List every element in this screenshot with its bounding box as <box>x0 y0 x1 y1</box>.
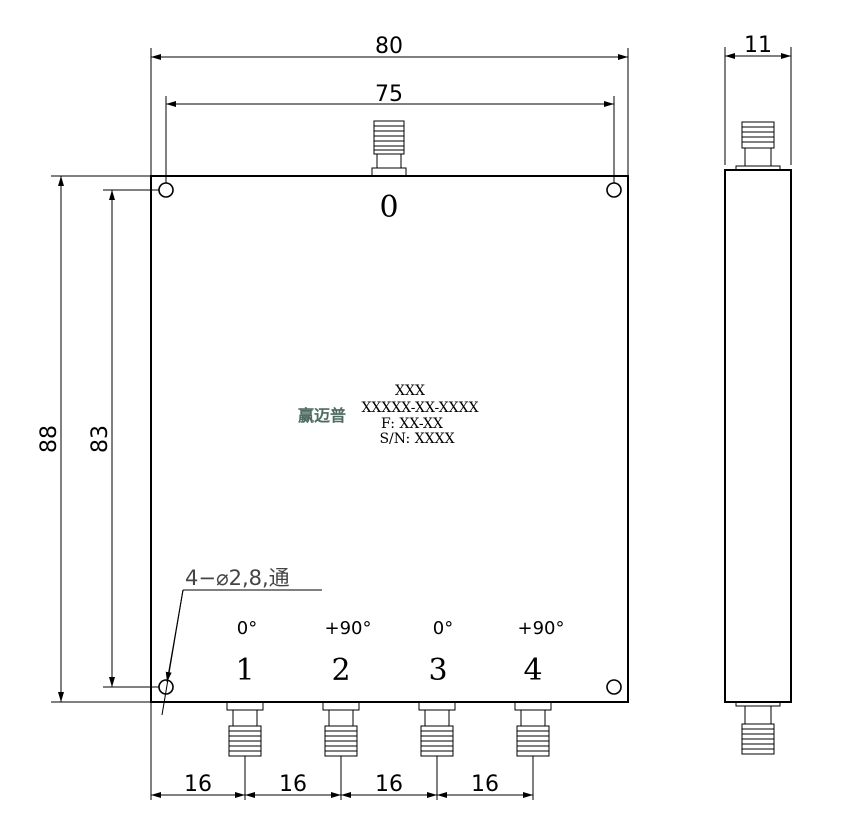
mounting-hole-bottom-right <box>606 679 622 695</box>
output-connector-1 <box>226 701 264 757</box>
dimension-overall-width-text: 80 <box>375 34 403 59</box>
output-port-phase-2: +90° <box>325 618 372 639</box>
hole-note: 4−⌀2,8,通 <box>161 566 322 716</box>
nameplate-line-4: S/N: XXXX <box>379 431 454 447</box>
dimension-port-pitch-4-text: 16 <box>471 772 499 797</box>
dimension-hole-spacing-y: 83 <box>88 189 159 688</box>
nameplate-line-1: XXX <box>395 383 425 399</box>
output-port-phase-1: 0° <box>237 618 257 639</box>
nameplate-line-2: XXXXX-XX-XXXX <box>361 400 478 416</box>
output-connector-3 <box>418 701 456 757</box>
output-connector-4 <box>514 701 552 757</box>
nameplate-logo: 赢迈普 <box>298 406 346 425</box>
input-connector <box>371 120 407 177</box>
output-port-number-2: 2 <box>331 653 350 688</box>
dimension-overall-height: 88 <box>37 175 151 703</box>
side-view-body <box>724 169 792 703</box>
output-port-number-1: 1 <box>235 653 254 688</box>
side-view-top-connector <box>735 121 781 171</box>
side-view: 11 <box>724 33 792 755</box>
dimension-hole-spacing-x: 75 <box>165 82 615 183</box>
dimension-hole-spacing-x-text: 75 <box>375 82 403 107</box>
dimension-overall-width: 80 <box>150 34 629 176</box>
output-connector-2 <box>322 701 360 757</box>
output-port-number-3: 3 <box>428 653 447 688</box>
output-port-number-4: 4 <box>523 653 542 688</box>
dimension-overall-height-text: 88 <box>37 425 62 453</box>
dimension-hole-spacing-y-text: 83 <box>88 425 113 453</box>
dimension-port-pitch-2-text: 16 <box>279 772 307 797</box>
output-connectors <box>226 701 552 757</box>
nameplate: 赢迈普 XXX XXXXX-XX-XXXX F: XX-XX S/N: XXXX <box>298 383 479 447</box>
dimension-port-pitch: 16 16 16 16 <box>150 702 534 800</box>
dimension-side-depth-text: 11 <box>744 33 772 58</box>
dimension-port-pitch-3-text: 16 <box>375 772 403 797</box>
output-port-phase-4: +90° <box>518 618 565 639</box>
front-view-body <box>150 175 629 703</box>
output-port-phase-3: 0° <box>433 618 453 639</box>
nameplate-line-3: F: XX-XX <box>381 416 443 432</box>
input-port-label: 0 <box>379 190 398 225</box>
side-view-bottom-connector <box>735 701 781 755</box>
hole-note-text: 4−⌀2,8,通 <box>185 566 290 590</box>
dimension-port-pitch-1-text: 16 <box>184 772 212 797</box>
